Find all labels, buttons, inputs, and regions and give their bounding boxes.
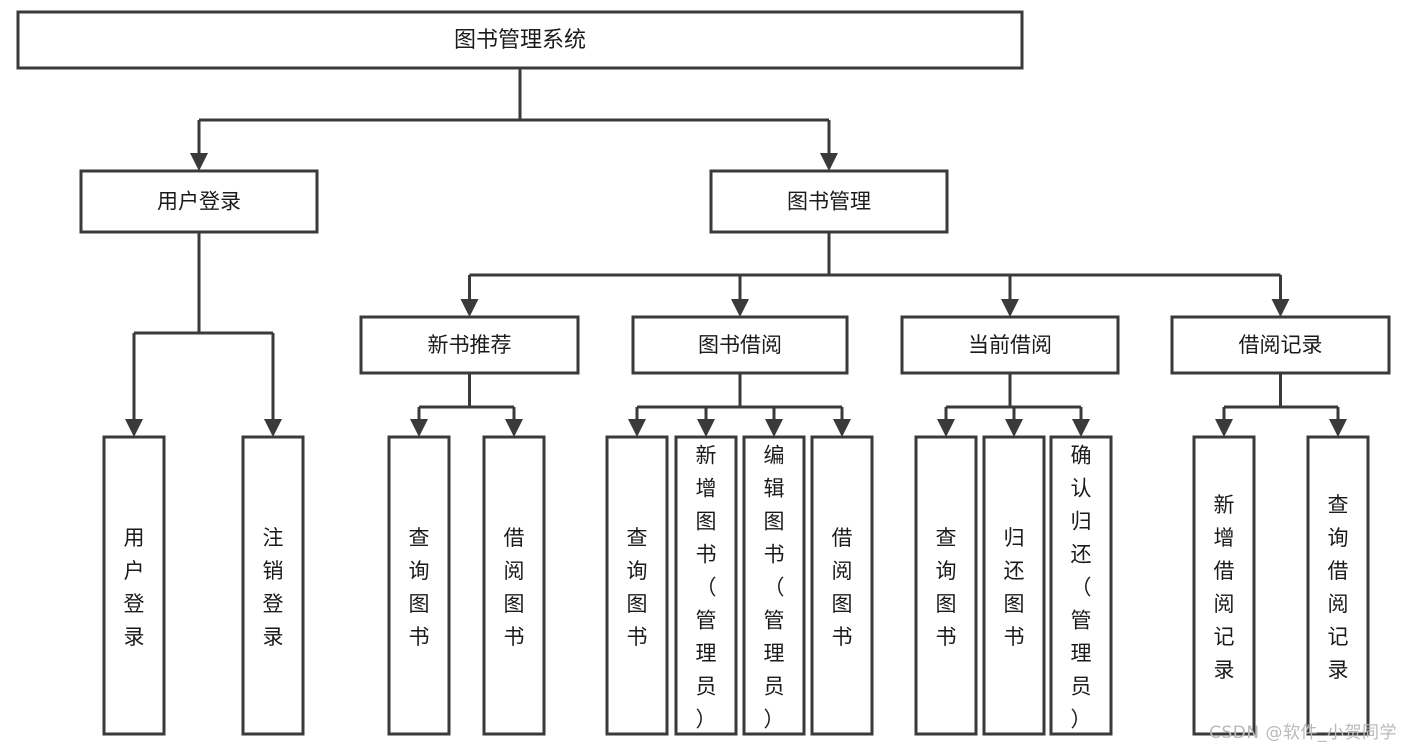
node-label-book-management: 图书管理 <box>787 190 871 214</box>
csdn-watermark: CSDN @软件_小贺同学 <box>1209 723 1397 743</box>
node-box-user-login <box>79 169 319 234</box>
node-box-leaf-user-login <box>102 435 166 736</box>
conn-user-login <box>125 232 282 437</box>
node-leaf-query-book-recommend[interactable]: 查询图书 <box>387 435 451 736</box>
node-label-leaf-borrow-book: 借阅图书 <box>832 526 853 649</box>
node-box-new-book-recommend <box>359 315 580 375</box>
node-borrow-record[interactable]: 借阅记录 <box>1170 315 1391 375</box>
arrow-head-icon <box>1005 419 1023 437</box>
node-label-user-login: 用户登录 <box>157 190 241 214</box>
node-label-leaf-query-borrow-record: 查询借阅记录 <box>1328 493 1349 682</box>
node-label-leaf-add-book-admin: 新增图书（管理员） <box>696 444 717 732</box>
node-box-leaf-query-book-current <box>914 435 978 736</box>
arrow-head-icon <box>505 419 523 437</box>
node-user-login[interactable]: 用户登录 <box>79 169 319 234</box>
node-box-borrow-record <box>1170 315 1391 375</box>
node-leaf-borrow-book-recommend[interactable]: 借阅图书 <box>482 435 546 736</box>
node-label-root: 图书管理系统 <box>454 28 586 53</box>
connector-lines-layer <box>125 68 1347 437</box>
arrow-head-icon <box>1072 419 1090 437</box>
node-leaf-user-login[interactable]: 用户登录 <box>102 435 166 736</box>
node-leaf-add-borrow-record[interactable]: 新增借阅记录 <box>1192 435 1256 736</box>
node-leaf-return-book[interactable]: 归还图书 <box>982 435 1046 736</box>
node-boxes-layer: 图书管理系统用户登录图书管理新书推荐图书借阅当前借阅借阅记录用户登录注销登录查询… <box>16 10 1391 736</box>
node-label-leaf-edit-book-admin: 编辑图书（管理员） <box>764 444 785 732</box>
conn-root <box>190 68 838 171</box>
arrow-head-icon <box>820 153 838 171</box>
node-leaf-confirm-return-admin[interactable]: 确认归还（管理员） <box>1049 435 1113 736</box>
node-label-leaf-return-book: 归还图书 <box>1004 526 1025 649</box>
arrow-head-icon <box>628 419 646 437</box>
node-box-leaf-return-book <box>982 435 1046 736</box>
node-book-management[interactable]: 图书管理 <box>709 169 949 234</box>
arrow-head-icon <box>833 419 851 437</box>
node-label-leaf-add-borrow-record: 新增借阅记录 <box>1214 493 1235 682</box>
node-box-leaf-add-book-admin <box>674 435 738 736</box>
node-label-leaf-query-book-borrow: 查询图书 <box>627 526 648 649</box>
node-leaf-add-book-admin[interactable]: 新增图书（管理员） <box>674 435 738 736</box>
node-box-leaf-query-book-borrow <box>605 435 669 736</box>
arrow-head-icon <box>765 419 783 437</box>
arrow-head-icon <box>125 419 143 437</box>
arrow-head-icon <box>410 419 428 437</box>
arrow-head-icon <box>1329 419 1347 437</box>
arrow-head-icon <box>264 419 282 437</box>
arrow-head-icon <box>190 153 208 171</box>
node-root[interactable]: 图书管理系统 <box>16 10 1024 70</box>
arrow-head-icon <box>1271 299 1290 317</box>
node-box-leaf-query-borrow-record <box>1306 435 1370 736</box>
conn-book-management <box>460 232 1290 317</box>
node-label-book-borrow: 图书借阅 <box>698 333 782 357</box>
node-label-leaf-query-book-current: 查询图书 <box>936 526 957 649</box>
node-label-leaf-user-login: 用户登录 <box>124 526 145 649</box>
node-new-book-recommend[interactable]: 新书推荐 <box>359 315 580 375</box>
conn-new-book-recommend <box>410 373 523 437</box>
node-box-book-borrow <box>631 315 849 375</box>
arrow-head-icon <box>1001 299 1019 317</box>
node-leaf-borrow-book[interactable]: 借阅图书 <box>810 435 874 736</box>
node-box-leaf-add-borrow-record <box>1192 435 1256 736</box>
arrow-head-icon <box>1215 419 1233 437</box>
node-leaf-query-book-current[interactable]: 查询图书 <box>914 435 978 736</box>
node-box-leaf-confirm-return-admin <box>1049 435 1113 736</box>
node-label-borrow-record: 借阅记录 <box>1239 333 1323 357</box>
node-box-leaf-query-book-recommend <box>387 435 451 736</box>
node-box-root <box>16 10 1024 70</box>
node-leaf-logout-login[interactable]: 注销登录 <box>241 435 305 736</box>
node-label-leaf-query-book-recommend: 查询图书 <box>409 526 430 649</box>
node-label-leaf-borrow-book-recommend: 借阅图书 <box>504 526 525 649</box>
arrow-head-icon <box>731 299 749 317</box>
node-book-borrow[interactable]: 图书借阅 <box>631 315 849 375</box>
node-box-leaf-borrow-book-recommend <box>482 435 546 736</box>
node-current-borrow[interactable]: 当前借阅 <box>900 315 1120 375</box>
node-box-leaf-borrow-book <box>810 435 874 736</box>
arrow-head-icon <box>937 419 955 437</box>
node-label-current-borrow: 当前借阅 <box>968 333 1052 357</box>
arrow-head-icon <box>697 419 715 437</box>
node-leaf-query-book-borrow[interactable]: 查询图书 <box>605 435 669 736</box>
conn-current-borrow <box>937 373 1090 437</box>
arrow-head-icon <box>460 299 479 317</box>
node-label-new-book-recommend: 新书推荐 <box>428 333 512 357</box>
node-leaf-query-borrow-record[interactable]: 查询借阅记录 <box>1306 435 1370 736</box>
node-label-leaf-logout-login: 注销登录 <box>263 526 284 649</box>
conn-borrow-record <box>1215 373 1347 437</box>
node-label-leaf-confirm-return-admin: 确认归还（管理员） <box>1071 444 1092 732</box>
node-box-leaf-logout-login <box>241 435 305 736</box>
conn-book-borrow <box>628 373 851 437</box>
node-box-book-management <box>709 169 949 234</box>
node-box-leaf-edit-book-admin <box>742 435 806 736</box>
node-box-current-borrow <box>900 315 1120 375</box>
node-leaf-edit-book-admin[interactable]: 编辑图书（管理员） <box>742 435 806 736</box>
